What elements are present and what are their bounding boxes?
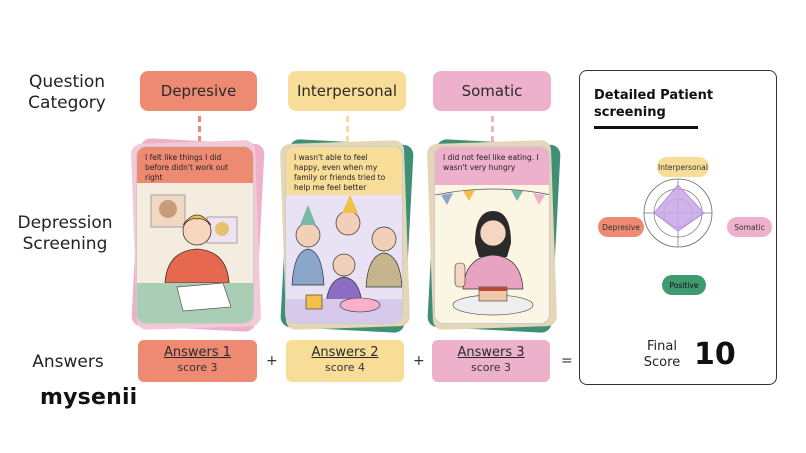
screening-card-1[interactable]: I felt like things I did before didn't w… <box>136 146 254 324</box>
axis-pill-depresive: Depresive <box>598 217 644 237</box>
panel-title-underline <box>594 126 698 129</box>
category-interpersonal: Interpersonal <box>288 71 406 111</box>
axis-pill-somatic: Somatic <box>727 217 772 237</box>
detailed-screening-panel: Detailed Patient screening Interpersonal… <box>579 70 777 385</box>
screening-card-2[interactable]: I wasn't able to feel happy, even when m… <box>285 146 403 324</box>
connector-somatic <box>491 116 494 142</box>
answer-link-3[interactable]: Answers 3 <box>457 345 525 360</box>
final-score-value: 10 <box>694 337 736 372</box>
radar-chart <box>643 178 713 248</box>
answer-score-3: score 3 <box>470 361 512 374</box>
answer-box-3[interactable]: Answers 3 score 3 <box>432 340 550 382</box>
mysenii-logo: mysenii <box>40 385 138 410</box>
answer-box-2[interactable]: Answers 2 score 4 <box>286 340 404 382</box>
plus-operator: + <box>413 353 425 369</box>
equals-operator: = <box>561 353 573 369</box>
answer-score-2: score 4 <box>324 361 366 374</box>
screening-card-3[interactable]: I did not feel like eating. I wasn't ver… <box>434 146 550 324</box>
answer-score-1: score 3 <box>177 361 218 374</box>
card-question-text: I felt like things I did before didn't w… <box>145 153 229 182</box>
card-illustration-girl-refusing-cake <box>435 185 549 323</box>
plus-operator: + <box>266 353 278 369</box>
connector-interpersonal <box>346 116 349 142</box>
row-label-question-category: Question Category <box>28 72 106 113</box>
panel-title: Detailed Patient screening <box>594 88 714 120</box>
screening-card-stack-3: I did not feel like eating. I wasn't ver… <box>426 138 561 334</box>
connector-depresive <box>198 116 201 142</box>
screening-card-stack-2: I wasn't able to feel happy, even when m… <box>279 138 414 334</box>
axis-pill-positive: Positive <box>662 275 706 295</box>
row-label-depression-screening: Depression Screening <box>17 213 113 254</box>
answer-link-2[interactable]: Answers 2 <box>311 345 379 360</box>
axis-pill-interpersonal: Interpersonal <box>657 157 709 177</box>
card-illustration-birthday-party <box>286 195 402 323</box>
card-question-text: I wasn't able to feel happy, even when m… <box>294 153 386 192</box>
card-question-text: I did not feel like eating. I wasn't ver… <box>443 153 539 172</box>
card-illustration-boy-writing <box>137 183 253 323</box>
answer-box-1[interactable]: Answers 1 score 3 <box>138 340 257 382</box>
category-somatic: Somatic <box>433 71 551 111</box>
category-depresive: Depresive <box>140 71 257 111</box>
screening-card-stack-1: I felt like things I did before didn't w… <box>130 137 265 333</box>
row-label-answers: Answers <box>32 352 104 372</box>
final-score-label: Final Score <box>643 339 681 370</box>
answer-link-1[interactable]: Answers 1 <box>163 345 232 360</box>
radar-shape <box>653 184 705 232</box>
